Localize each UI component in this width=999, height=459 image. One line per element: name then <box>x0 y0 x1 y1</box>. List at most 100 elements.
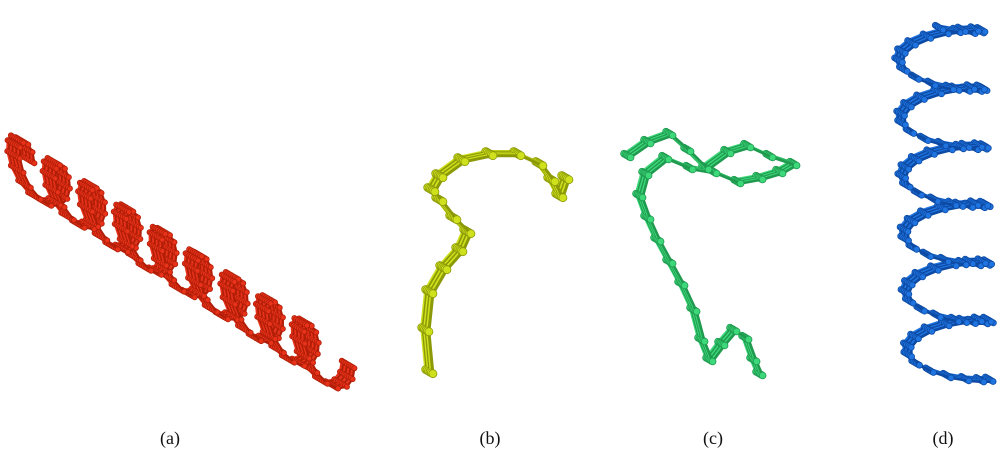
atom-node <box>87 195 94 202</box>
atom-node <box>937 313 945 321</box>
atom-node <box>61 165 68 172</box>
backbone-strand <box>425 153 569 375</box>
panel-b <box>390 0 590 459</box>
atom-node <box>243 289 250 296</box>
atom-node <box>258 338 265 345</box>
atom-node <box>947 374 955 382</box>
atom-node <box>758 371 767 380</box>
atom-node <box>204 296 211 303</box>
atom-node <box>978 317 986 325</box>
atom-node <box>708 357 717 366</box>
atom-node <box>921 307 928 315</box>
atom-node <box>301 362 308 369</box>
atom-node <box>980 378 988 386</box>
atom-node <box>644 171 653 180</box>
atom-node <box>197 281 204 288</box>
atom-node <box>736 179 745 188</box>
atom-node <box>668 131 677 140</box>
atom-node <box>915 75 923 83</box>
atom-node <box>981 86 988 93</box>
atom-node <box>279 314 286 321</box>
atom-node <box>314 369 321 376</box>
atom-node <box>898 59 906 66</box>
atom-node <box>232 301 239 308</box>
atom-node <box>438 173 448 183</box>
atom-node <box>965 144 973 152</box>
atom-node <box>125 248 132 255</box>
atom-node <box>927 253 935 261</box>
atom-node <box>984 144 992 152</box>
panel-d <box>880 0 999 459</box>
atom-node <box>901 112 908 120</box>
atom-node <box>962 28 969 36</box>
atom-node <box>276 304 283 311</box>
atom-node <box>934 266 942 274</box>
atom-node <box>564 175 574 185</box>
caption-c: (c) <box>703 428 723 448</box>
atom-node <box>960 145 967 153</box>
atom-node <box>166 269 173 276</box>
atom-node <box>172 261 179 268</box>
atom-node <box>125 208 132 215</box>
atom-node <box>939 26 947 34</box>
atom-node <box>428 289 438 299</box>
atom-node <box>901 121 909 129</box>
atom-node <box>301 340 308 347</box>
atom-node <box>907 343 915 351</box>
atom-node <box>124 228 131 235</box>
atom-node <box>268 339 275 346</box>
atom-node <box>137 257 144 264</box>
atom-node <box>101 199 108 206</box>
atom-node <box>972 320 979 328</box>
atom-node <box>65 174 72 181</box>
atom-node <box>241 310 248 317</box>
atom-node <box>700 337 709 346</box>
atom-node <box>955 87 963 94</box>
atom-node <box>656 237 665 246</box>
atom-node <box>229 287 236 294</box>
atom-node <box>971 85 978 93</box>
atom-node <box>279 325 286 332</box>
atom-node <box>955 318 963 326</box>
atom-node <box>952 262 960 270</box>
atom-node <box>950 86 957 93</box>
vertical-helix-render <box>891 21 997 386</box>
atom-node <box>778 169 787 178</box>
atom-node <box>351 365 358 372</box>
atom-node <box>31 160 38 167</box>
atom-node <box>224 316 231 323</box>
atom-node <box>64 195 71 202</box>
atom-node <box>209 275 216 282</box>
atom-node <box>171 277 178 284</box>
atom-node <box>962 261 970 269</box>
atom-node <box>303 322 310 329</box>
atom-node <box>919 273 927 281</box>
atom-node <box>646 215 655 224</box>
atom-node <box>686 147 695 156</box>
panel-a <box>0 0 360 459</box>
atom-node <box>173 249 180 256</box>
atom-node <box>550 177 560 187</box>
atom-node <box>159 236 166 243</box>
atom-node <box>53 165 60 172</box>
folded-coil-render <box>620 127 801 380</box>
atom-node <box>70 217 77 224</box>
atom-node <box>335 385 342 392</box>
atom-node <box>247 329 254 336</box>
atom-node <box>16 155 23 162</box>
atom-node <box>668 259 677 268</box>
atom-node <box>692 307 701 316</box>
atom-node <box>129 243 136 250</box>
atom-node <box>61 204 68 211</box>
atom-node <box>712 169 721 178</box>
atom-node <box>538 161 548 171</box>
atom-node <box>908 353 916 361</box>
atom-node <box>66 185 73 192</box>
atom-node <box>906 183 914 191</box>
atom-node <box>104 237 111 244</box>
atom-node <box>909 299 917 307</box>
atom-node <box>98 189 105 196</box>
atom-node <box>981 28 989 36</box>
atom-node <box>558 193 568 203</box>
caption-d: (d) <box>932 428 954 448</box>
